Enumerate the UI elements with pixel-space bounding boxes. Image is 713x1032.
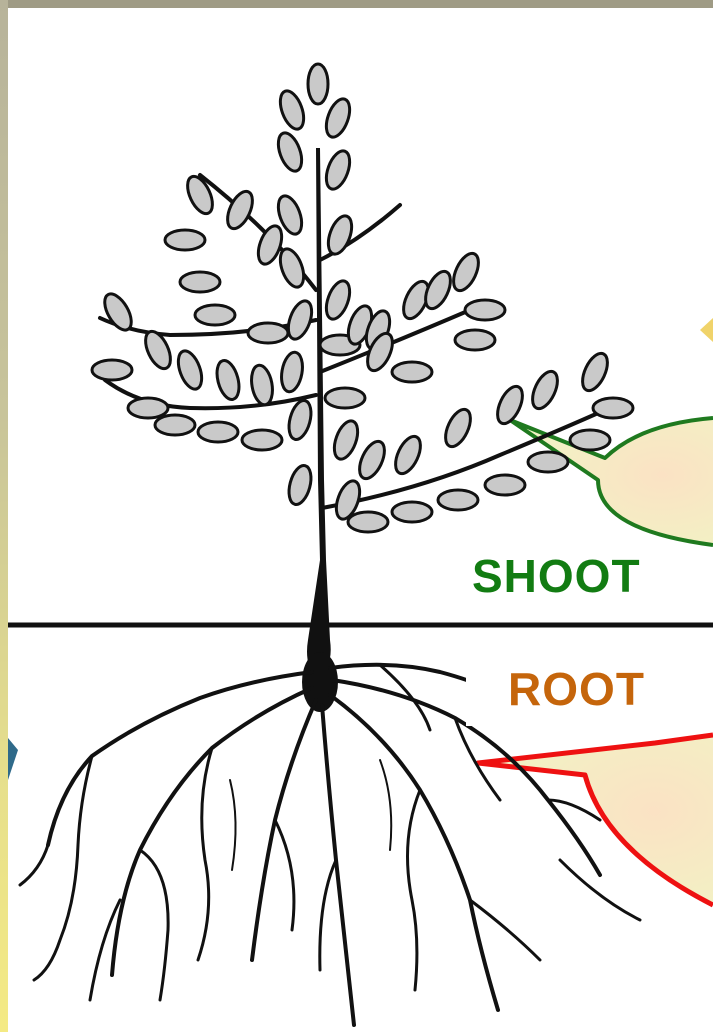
edge-mark-left (8, 738, 18, 780)
shoot-label: SHOOT (466, 546, 647, 606)
leaves (92, 64, 633, 532)
root-label: ROOT (466, 652, 687, 726)
edge-mark-right (700, 318, 713, 342)
